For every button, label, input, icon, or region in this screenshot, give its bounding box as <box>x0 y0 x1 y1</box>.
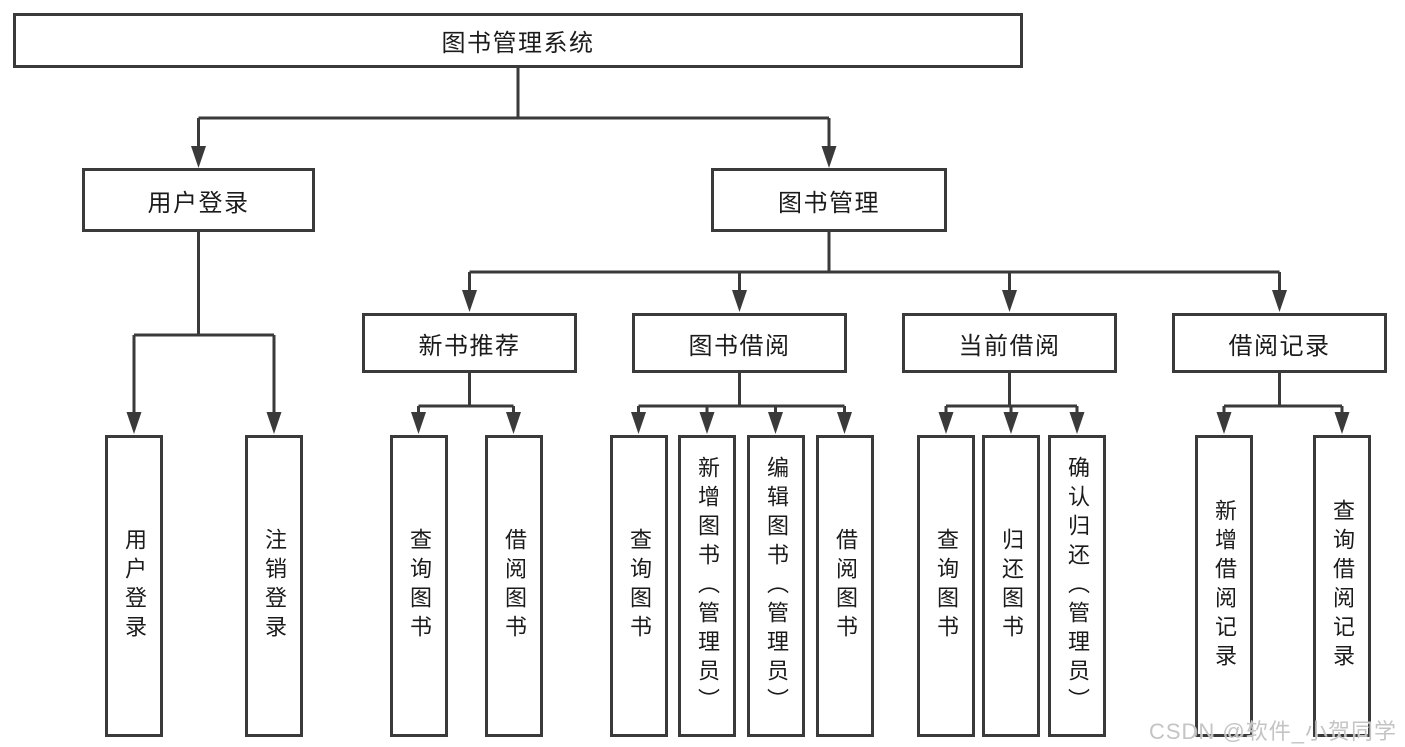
node-borrow-records: 借阅记录 <box>1172 313 1387 373</box>
leaf-add-book-admin: 新增图书（管理员） <box>678 435 736 737</box>
node-label: 用户登录 <box>147 189 250 217</box>
node-book-borrow: 图书借阅 <box>632 313 847 373</box>
leaf-add-borrow-record: 新增借阅记录 <box>1195 435 1253 737</box>
leaf-logout: 注销登录 <box>245 435 303 737</box>
leaf-user-login: 用户登录 <box>105 435 163 737</box>
node-book-management: 图书管理 <box>711 168 947 232</box>
node-label: 新书推荐 <box>418 332 521 360</box>
node-label: 新增图书（管理员） <box>695 455 720 717</box>
node-label: 查询借阅记录 <box>1330 499 1355 673</box>
leaf-query-book-3: 查询图书 <box>917 435 975 737</box>
node-label: 用户登录 <box>122 528 147 644</box>
leaf-query-borrow-record: 查询借阅记录 <box>1313 435 1371 737</box>
node-label: 新增借阅记录 <box>1212 499 1237 673</box>
node-label: 图书借阅 <box>688 332 791 360</box>
leaf-borrow-book-1: 借阅图书 <box>485 435 543 737</box>
watermark: CSDN @软件_小贺同学 <box>1148 719 1397 744</box>
node-label: 查询图书 <box>934 528 959 644</box>
node-library-system: 图书管理系统 <box>13 13 1023 68</box>
node-user-login: 用户登录 <box>82 168 315 232</box>
node-label: 图书管理系统 <box>441 30 595 57</box>
node-current-borrow: 当前借阅 <box>902 313 1117 373</box>
node-label: 归还图书 <box>999 528 1024 644</box>
node-label: 当前借阅 <box>958 332 1061 360</box>
node-label: 借阅图书 <box>502 528 527 644</box>
leaf-query-book-2: 查询图书 <box>610 435 668 737</box>
leaf-borrow-book-2: 借阅图书 <box>816 435 874 737</box>
node-label: 查询图书 <box>627 528 652 644</box>
leaf-edit-book-admin: 编辑图书（管理员） <box>747 435 805 737</box>
leaf-confirm-return-admin: 确认归还（管理员） <box>1048 435 1106 737</box>
node-label: 借阅图书 <box>833 528 858 644</box>
node-label: 注销登录 <box>262 528 287 644</box>
node-label: 查询图书 <box>407 528 432 644</box>
node-label: 编辑图书（管理员） <box>764 455 789 717</box>
leaf-query-book-1: 查询图书 <box>390 435 448 737</box>
leaf-return-book: 归还图书 <box>982 435 1040 737</box>
node-label: 图书管理 <box>778 189 880 217</box>
node-label: 借阅记录 <box>1228 332 1331 360</box>
node-label: 确认归还（管理员） <box>1065 455 1090 717</box>
node-new-book-recommend: 新书推荐 <box>362 313 577 373</box>
